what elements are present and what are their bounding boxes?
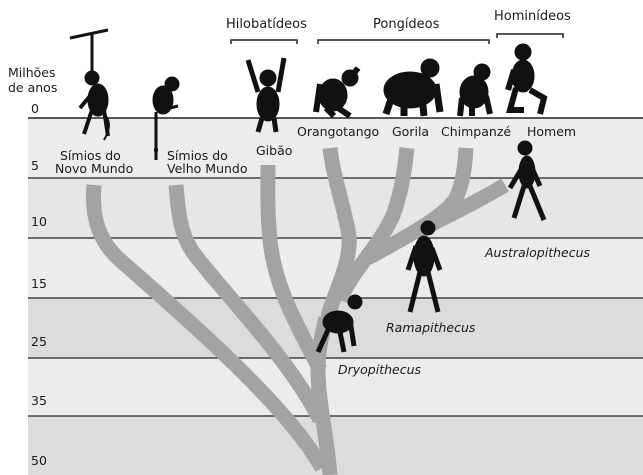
silhouettes bbox=[69, 28, 548, 354]
label-chimpanzee: Chimpanzé bbox=[441, 124, 511, 139]
walking-human-icon bbox=[507, 140, 547, 221]
gorilla-icon bbox=[382, 58, 444, 117]
tick-label: 15 bbox=[31, 276, 47, 291]
label-old-world-line1: Símios do bbox=[167, 148, 228, 163]
branch-new-world bbox=[86, 184, 329, 472]
branch-trunk bbox=[310, 316, 338, 475]
human-icon bbox=[505, 43, 548, 115]
group-label-hylobatids: Hilobatídeos bbox=[226, 17, 307, 32]
new-world-monkey-icon bbox=[69, 28, 110, 141]
group-label-hominids: Hominídeos bbox=[494, 9, 571, 24]
taxon-labels: Símios do Novo Mundo Símios do Velho Mun… bbox=[55, 124, 576, 176]
tick-label: 25 bbox=[31, 334, 47, 349]
axis-title-line1: Milhões bbox=[8, 65, 56, 80]
label-orangutan: Orangotango bbox=[297, 124, 379, 139]
fossil-labels: Australopithecus Ramapithecus Dryopithec… bbox=[338, 245, 591, 377]
label-gorilla: Gorila bbox=[392, 124, 429, 139]
band-25-35 bbox=[28, 358, 643, 416]
branch-gibbon bbox=[260, 164, 327, 374]
chimpanzee-icon bbox=[457, 63, 493, 117]
label-old-world-line2: Velho Mundo bbox=[167, 161, 248, 176]
label-new-world-line1: Símios do bbox=[60, 148, 121, 163]
tick-label: 5 bbox=[31, 158, 39, 173]
orangutan-icon bbox=[313, 66, 361, 119]
tick-label: 35 bbox=[31, 393, 47, 408]
old-world-monkey-icon bbox=[152, 76, 180, 160]
label-ramapithecus: Ramapithecus bbox=[386, 320, 476, 335]
time-axis: Milhões de anos 0 5 10 15 25 35 50 bbox=[8, 65, 57, 468]
bracket-hylobatids bbox=[230, 39, 298, 44]
label-gibbon: Gibão bbox=[256, 143, 292, 158]
bracket-pongids bbox=[317, 39, 490, 44]
branch-old-world bbox=[168, 184, 327, 424]
label-dryopithecus: Dryopithecus bbox=[338, 362, 422, 377]
ramapithecus-icon bbox=[405, 220, 443, 313]
label-australopithecus: Australopithecus bbox=[484, 245, 591, 260]
tick-label: 0 bbox=[31, 101, 39, 116]
dryopithecus-icon bbox=[315, 294, 363, 354]
axis-title-line2: de anos bbox=[8, 80, 57, 95]
group-label-pongids: Pongídeos bbox=[373, 17, 440, 32]
label-new-world-line2: Novo Mundo bbox=[55, 161, 133, 176]
tree-branches bbox=[86, 147, 509, 475]
branch-gorilla bbox=[333, 147, 415, 304]
bracket-hominids bbox=[496, 33, 564, 38]
gibbon-icon bbox=[245, 57, 287, 133]
tick-label: 10 bbox=[31, 214, 47, 229]
group-brackets bbox=[230, 33, 564, 44]
tick-label: 50 bbox=[31, 453, 47, 468]
label-human: Homem bbox=[527, 124, 576, 139]
branch-chimp bbox=[364, 147, 474, 265]
